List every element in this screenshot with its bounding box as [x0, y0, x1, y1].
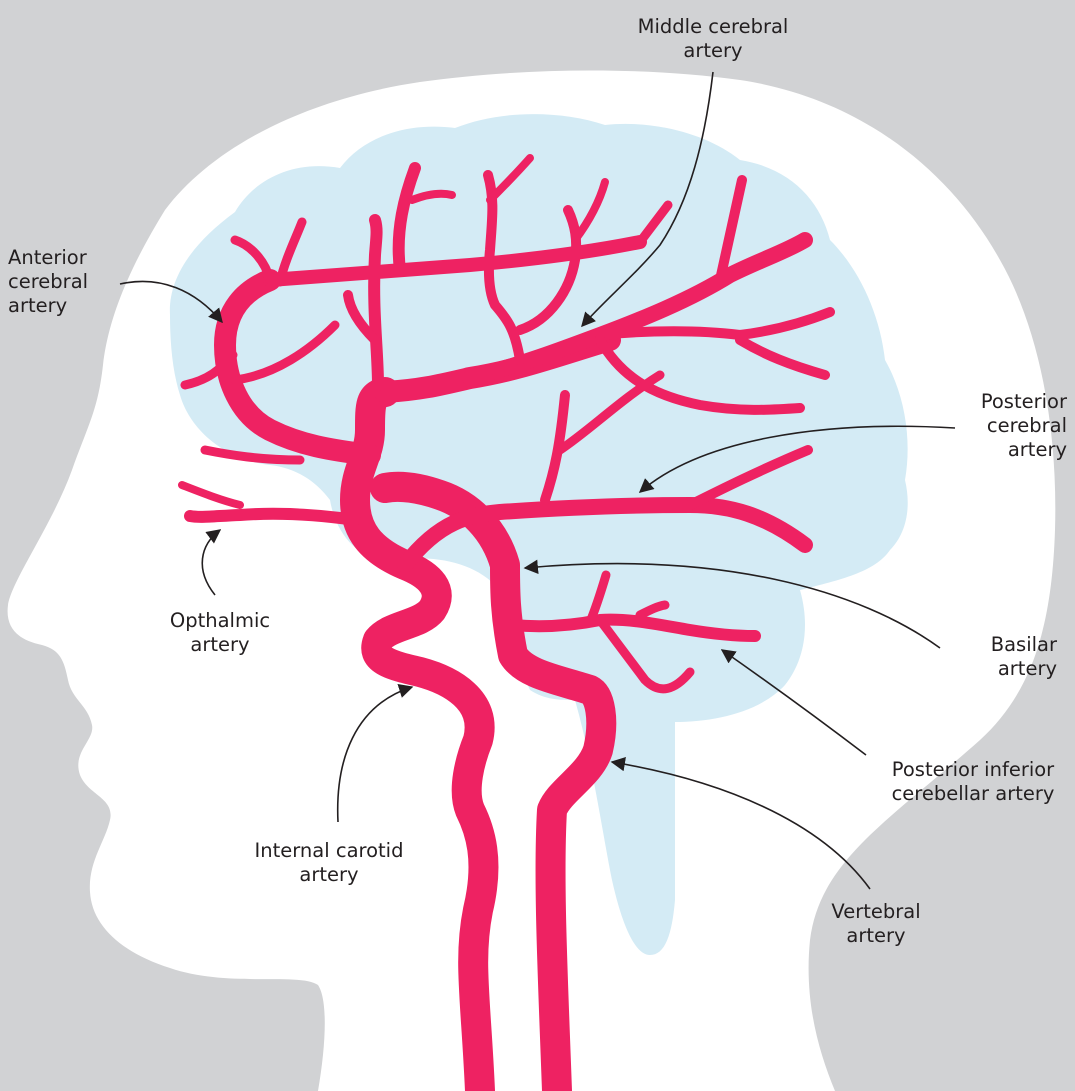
opthalmic-label: Opthalmic artery — [135, 609, 305, 657]
posterior-inferior-cerebellar-label: Posterior inferior cerebellar artery — [873, 758, 1073, 806]
vertebral-label: Vertebral artery — [800, 900, 952, 948]
basilar-label: Basilar artery — [905, 633, 1057, 681]
anterior-cerebral-label: Anterior cerebral artery — [8, 246, 138, 318]
middle-cerebral-label: Middle cerebral artery — [598, 15, 828, 63]
internal-carotid-label: Internal carotid artery — [229, 839, 429, 887]
posterior-cerebral-label: Posterior cerebral artery — [905, 390, 1067, 462]
